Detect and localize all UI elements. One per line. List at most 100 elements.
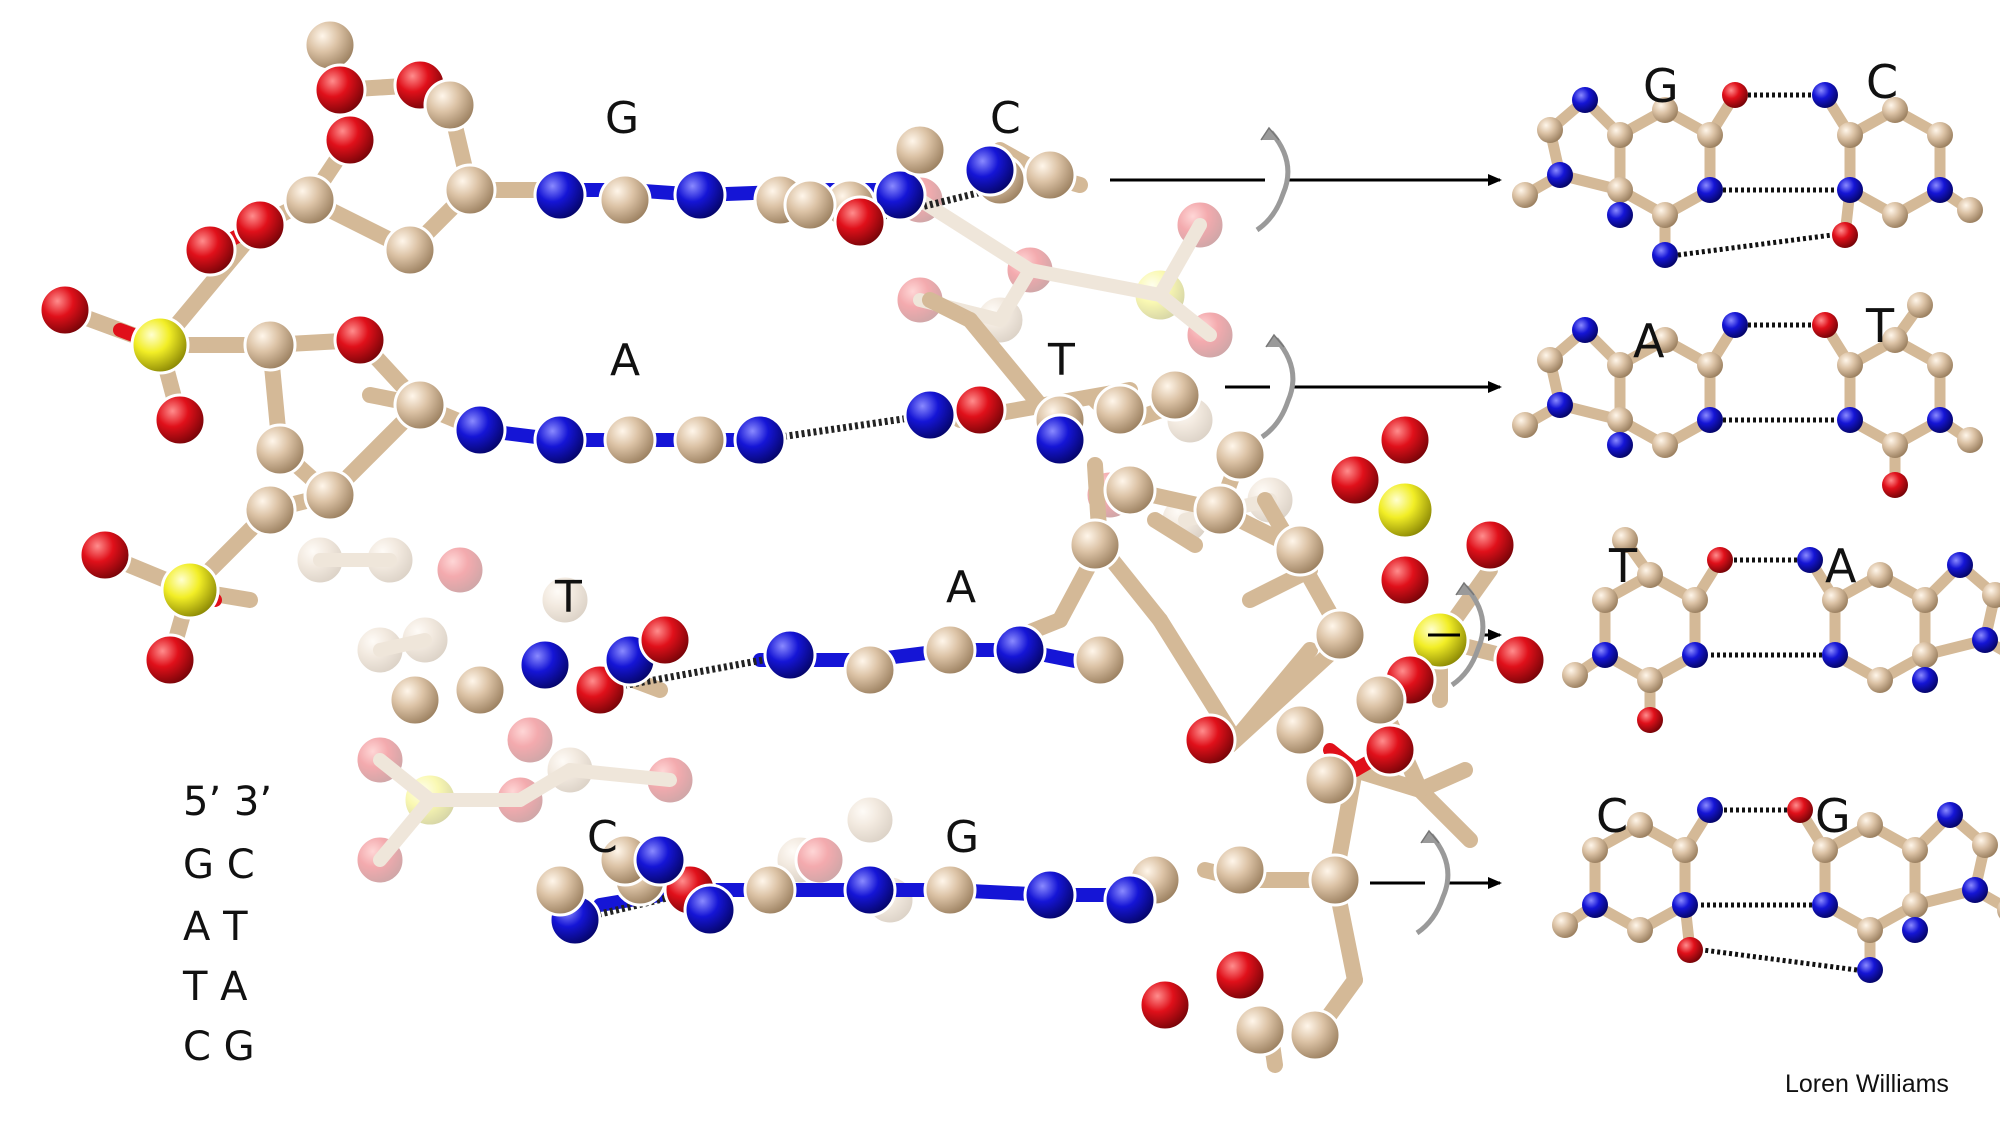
atom-C — [673, 413, 727, 467]
atom-O — [333, 313, 387, 367]
rotation-icon — [1415, 829, 1451, 936]
atom-C — [283, 173, 337, 227]
atom-C — [1867, 667, 1893, 693]
sequence-header: 5’ 3’ — [183, 779, 272, 825]
atom-C — [1882, 97, 1908, 123]
atom-N — [1962, 877, 1988, 903]
hydrogen-bond — [859, 186, 991, 226]
atom-N — [1023, 868, 1077, 922]
atom-C — [243, 483, 297, 537]
atom-N — [1572, 317, 1598, 343]
atom-O — [354, 734, 406, 786]
atom-C — [1582, 837, 1608, 863]
atom-C — [1927, 352, 1953, 378]
atom-C — [783, 178, 837, 232]
bond — [1023, 263, 1167, 302]
atom-N — [1912, 667, 1938, 693]
atom-N — [1033, 413, 1087, 467]
atom-C — [539, 574, 591, 626]
pair-diagram-4-right: G — [1815, 789, 1851, 843]
atom-C — [393, 378, 447, 432]
atom-C — [1562, 662, 1588, 688]
atom-N — [1572, 87, 1598, 113]
atom-N — [1812, 82, 1838, 108]
atom-C — [1857, 917, 1883, 943]
atom-N — [1582, 892, 1608, 918]
atom-N — [1697, 177, 1723, 203]
atom-C — [1902, 892, 1928, 918]
atom-C — [383, 223, 437, 277]
bond — [993, 263, 1037, 327]
duplex-label-pair3-left: T — [554, 572, 582, 623]
atom-N — [1103, 873, 1157, 927]
atom-C — [1867, 562, 1893, 588]
atom-N — [903, 388, 957, 442]
atom-O — [504, 714, 556, 766]
atom-N — [683, 883, 737, 937]
hydrogen-bond — [759, 411, 931, 444]
atom-O — [1004, 244, 1056, 296]
atom-C — [1537, 117, 1563, 143]
bond — [1153, 288, 1217, 342]
atom-C — [1592, 587, 1618, 613]
atom-N — [1697, 797, 1723, 823]
bond — [1153, 218, 1207, 302]
atom-C — [1672, 837, 1698, 863]
atom-C — [1308, 853, 1362, 907]
atom-P — [1375, 480, 1435, 540]
atom-C — [1023, 148, 1077, 202]
atom-O — [323, 113, 377, 167]
atom-C — [1637, 667, 1663, 693]
atom-P — [402, 772, 458, 828]
bond — [962, 312, 1048, 413]
atom-O — [1463, 518, 1517, 572]
hydrogen-bond — [1677, 232, 1833, 258]
atom-C — [1193, 483, 1247, 537]
atom-C — [1652, 202, 1678, 228]
atom-N — [1937, 802, 1963, 828]
atom-C — [1233, 1003, 1287, 1057]
atom-C — [1982, 582, 2000, 608]
atom-N — [993, 623, 1047, 677]
atom-O — [833, 195, 887, 249]
bond — [373, 793, 437, 867]
atom-O — [1378, 413, 1432, 467]
atom-N — [1607, 432, 1633, 458]
pair-diagram-2-right: T — [1865, 299, 1895, 353]
atom-O — [953, 383, 1007, 437]
hydrogen-bond — [1702, 947, 1858, 973]
atom-C — [1697, 352, 1723, 378]
atom-O — [1812, 312, 1838, 338]
atom-N — [1547, 392, 1573, 418]
bond — [1227, 642, 1318, 748]
atom-C — [1882, 432, 1908, 458]
pair-diagram-1-right: C — [1866, 55, 1898, 109]
bond — [373, 633, 432, 657]
atom-C — [388, 673, 442, 727]
atom-C — [1697, 122, 1723, 148]
atom-C — [533, 863, 587, 917]
atom-C — [923, 863, 977, 917]
atom-N — [763, 628, 817, 682]
atom-O — [1184, 309, 1236, 361]
pair-diagram-3-right: A — [1825, 539, 1857, 593]
duplex-label-pair2-left: A — [610, 335, 640, 386]
atom-C — [1213, 843, 1267, 897]
atom-O — [1722, 82, 1748, 108]
atom-C — [423, 78, 477, 132]
duplex-atoms — [38, 18, 1547, 1062]
atom-C — [1637, 562, 1663, 588]
atom-C — [303, 18, 357, 72]
atom-C — [243, 318, 297, 372]
atom-C — [1103, 463, 1157, 517]
atom-C — [1068, 518, 1122, 572]
atom-C — [303, 468, 357, 522]
rotation-arrows — [1110, 126, 1502, 936]
atom-N — [1837, 177, 1863, 203]
atom-C — [603, 413, 657, 467]
atom-N — [633, 833, 687, 887]
duplex-label-pair3-right: A — [946, 562, 976, 613]
atom-C — [1997, 901, 2000, 919]
atom-C — [1607, 407, 1633, 433]
atom-O — [1183, 713, 1237, 767]
